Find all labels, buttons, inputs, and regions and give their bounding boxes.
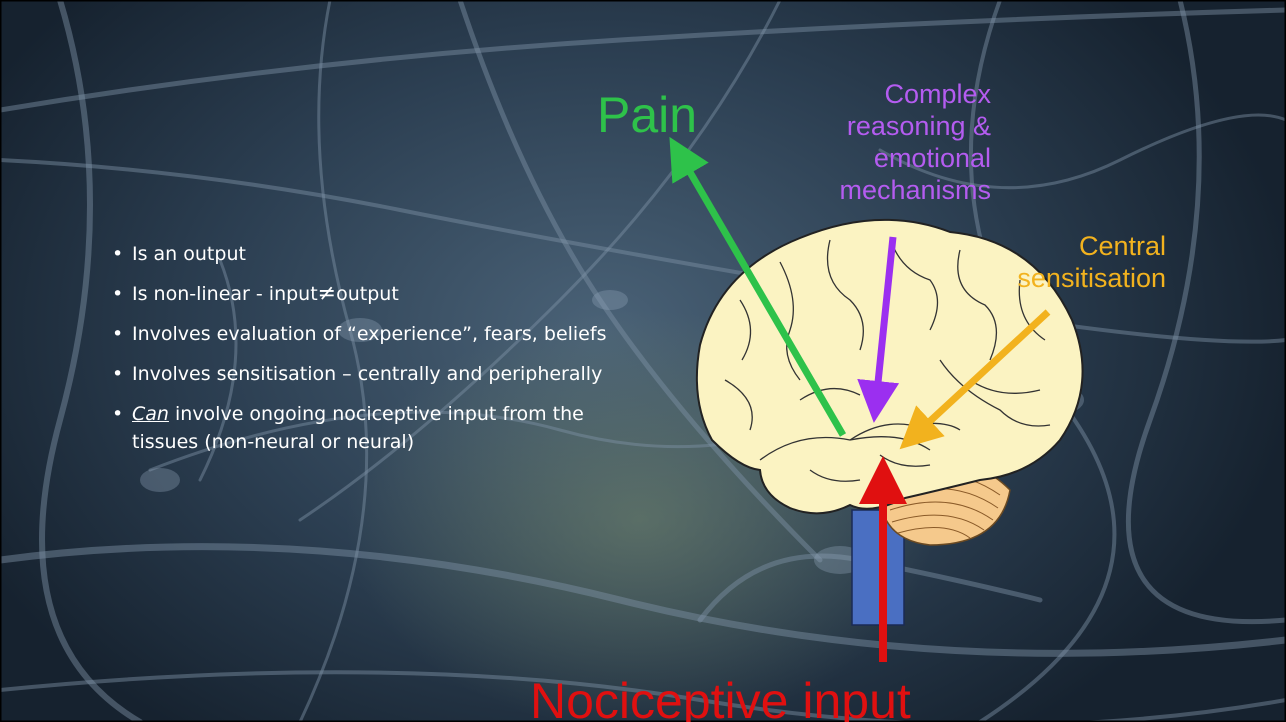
complex-reasoning-label: Complex reasoning & emotional mechanisms <box>751 78 991 206</box>
complex-line: emotional <box>751 142 991 174</box>
complex-line: reasoning & <box>751 110 991 142</box>
complex-line: mechanisms <box>751 174 991 206</box>
central-line: sensitisation <box>946 262 1166 294</box>
central-sensitisation-label: Central sensitisation <box>946 230 1166 294</box>
pain-label: Pain <box>597 86 697 144</box>
complex-line: Complex <box>751 78 991 110</box>
nociceptive-input-label: Nociceptive input <box>530 672 911 722</box>
central-line: Central <box>946 230 1166 262</box>
